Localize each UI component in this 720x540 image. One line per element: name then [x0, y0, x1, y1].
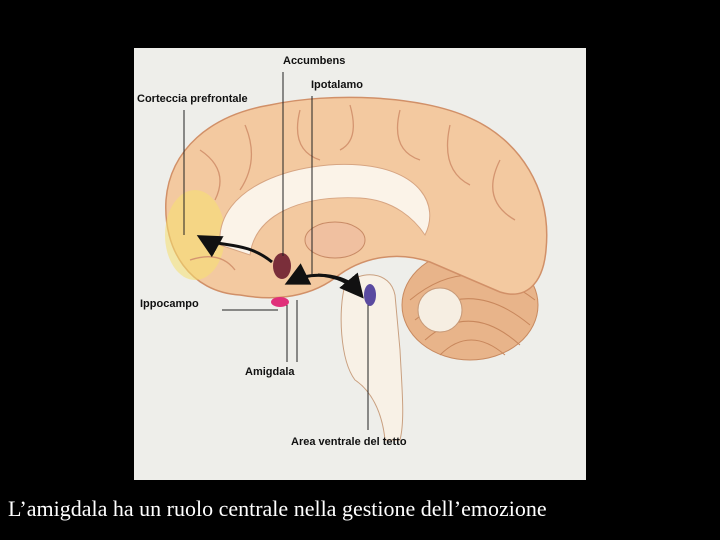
label-corteccia-prefrontale: Corteccia prefrontale: [137, 93, 248, 105]
label-ipotalamo: Ipotalamo: [311, 79, 363, 91]
corpus-callosum: [219, 163, 431, 256]
label-ippocampo: Ippocampo: [140, 298, 199, 310]
arrow-to-vta: [317, 272, 364, 299]
label-accumbens: Accumbens: [283, 55, 346, 67]
label-area-ventrale: Area ventrale del tetto: [291, 436, 407, 448]
vta-structure: [364, 284, 376, 306]
amygdala-structure: [271, 297, 289, 307]
prefrontal-cortex-area: [165, 190, 225, 280]
brainstem: [340, 274, 404, 441]
slide-caption: L’amigdala ha un ruolo centrale nella ge…: [8, 496, 547, 521]
arrow-accumbens-to-prefrontal: [196, 235, 273, 264]
leader-lines: [183, 72, 369, 430]
label-amigdala: Amigdala: [245, 366, 295, 378]
accumbens-structure: [273, 253, 291, 279]
